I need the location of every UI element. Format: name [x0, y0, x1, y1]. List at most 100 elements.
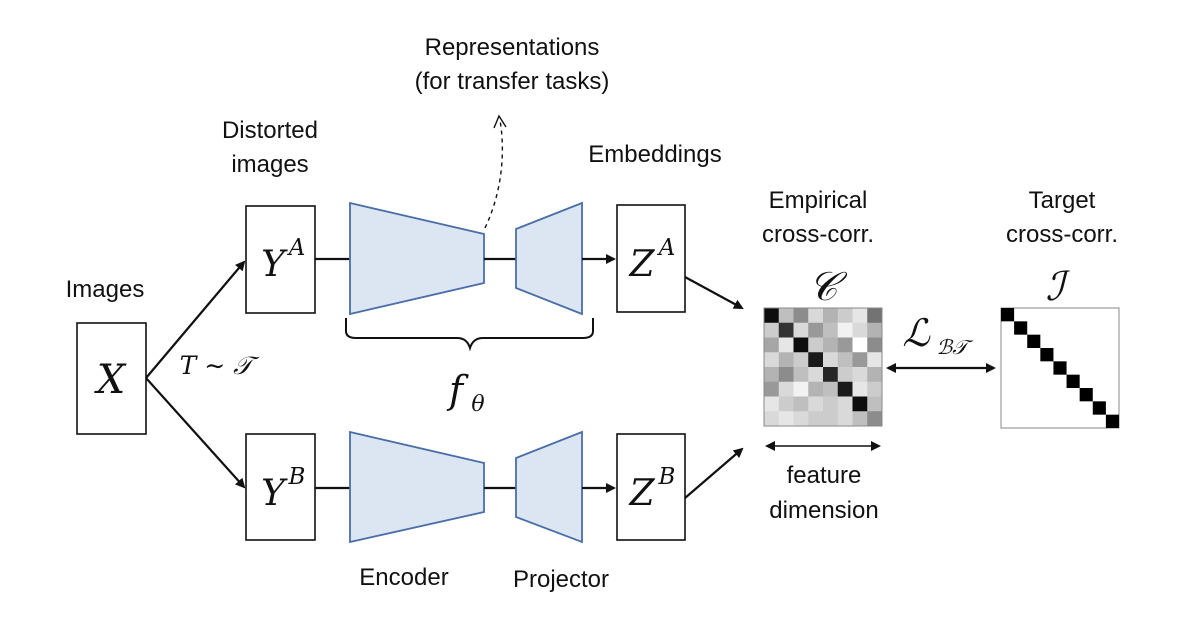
representation-arrowhead-icon: [493, 114, 507, 129]
empirical-label-line1: Empirical: [769, 187, 868, 214]
target-diagonal-cell: [1079, 388, 1093, 402]
representations-label-line2: (for transfer tasks): [415, 68, 610, 95]
empirical-matrix-cell: [764, 396, 780, 412]
representations-label-line1: Representations: [425, 34, 600, 61]
empirical-matrix-cell: [867, 337, 883, 353]
distorted-image-a-symbol: Y: [261, 244, 288, 285]
empirical-matrix-cell: [867, 308, 883, 324]
empirical-matrix-cell: [793, 411, 809, 427]
target-diagonal-cell: [1092, 401, 1106, 415]
empirical-matrix-cell: [808, 352, 824, 368]
distorted-image-a-superscript: A: [287, 235, 306, 261]
empirical-matrix-cell: [852, 396, 868, 412]
arrow-zb-to-matrix: [684, 447, 744, 499]
encoder-top: [349, 201, 485, 316]
empirical-matrix-cell: [823, 396, 839, 412]
feature-dimension-label-line1: feature: [787, 462, 862, 489]
empirical-matrix-cell: [867, 381, 883, 397]
f-theta-subscript: θ: [471, 392, 484, 417]
empirical-matrix-cell: [867, 322, 883, 338]
empirical-matrix-cell: [837, 337, 853, 353]
empirical-label-line2: cross-corr.: [762, 221, 874, 248]
empirical-matrix-cell: [837, 352, 853, 368]
empirical-matrix-cell: [778, 337, 794, 353]
empirical-matrix-cell: [867, 396, 883, 412]
embedding-b-superscript: B: [658, 464, 676, 490]
input-image-symbol: X: [94, 357, 127, 403]
arrow-za-to-matrix: [684, 276, 744, 309]
embedding-b-box: [616, 433, 686, 541]
empirical-matrix-cell: [778, 381, 794, 397]
distorted-label-line2: images: [231, 151, 308, 178]
empirical-matrix-cell: [778, 411, 794, 427]
empirical-matrix-cell: [823, 322, 839, 338]
empirical-matrix-cell: [808, 381, 824, 397]
empirical-matrix-cell: [823, 367, 839, 383]
embedding-b-symbol: Z: [628, 473, 655, 514]
f-theta-symbol: f: [446, 368, 469, 412]
empirical-matrix-cell: [793, 396, 809, 412]
target-diagonal-cell: [1014, 321, 1028, 335]
empirical-matrix-cell: [852, 337, 868, 353]
arrow-x-to-ya: [145, 260, 246, 379]
empirical-matrix-cell: [852, 308, 868, 324]
embedding-a-box: [616, 204, 686, 313]
empirical-matrix-cell: [808, 367, 824, 383]
empirical-matrix-cell: [808, 337, 824, 353]
distorted-image-b-superscript: B: [288, 464, 306, 490]
f-theta-brace: [345, 318, 594, 352]
representation-dashed-arrow: [484, 119, 504, 229]
input-image-box: [76, 322, 147, 435]
empirical-matrix-cell: [808, 308, 824, 324]
target-diagonal-cell: [1027, 334, 1041, 348]
empirical-matrix-border: [763, 307, 883, 427]
empirical-matrix-cell: [764, 352, 780, 368]
empirical-matrix-cell: [837, 322, 853, 338]
target-diagonal-cell: [1053, 361, 1067, 375]
target-diagonal-cell: [1105, 414, 1119, 428]
target-label-line1: Target: [1029, 187, 1096, 214]
target-diagonal-cell: [1066, 374, 1080, 388]
empirical-matrix-cell: [764, 308, 780, 324]
target-matrix-symbol: ℐ: [1046, 264, 1071, 310]
empirical-matrix-cell: [867, 367, 883, 383]
empirical-cross-correlation-matrix: [764, 308, 883, 427]
encoder-bottom: [349, 430, 485, 544]
empirical-matrix-cell: [837, 367, 853, 383]
distorted-image-b-box: [245, 433, 316, 541]
loss-subscript: ℬ𝒯: [936, 335, 974, 359]
embedding-a-superscript: A: [657, 235, 676, 261]
feature-dimension-label-line2: dimension: [769, 497, 878, 524]
projector-label: Projector: [513, 566, 609, 593]
distorted-image-b-symbol: Y: [261, 473, 288, 514]
empirical-matrix-cell: [808, 411, 824, 427]
loss-symbol: ℒ: [902, 311, 931, 355]
empirical-matrix-cell: [823, 381, 839, 397]
empirical-matrix-cell: [778, 396, 794, 412]
empirical-matrix-cell: [778, 308, 794, 324]
empirical-matrix-cell: [867, 411, 883, 427]
empirical-matrix-cell: [837, 396, 853, 412]
empirical-matrix-cell: [867, 352, 883, 368]
target-diagonal-cell: [1040, 348, 1054, 362]
empirical-matrix-cell: [793, 308, 809, 324]
empirical-matrix-cell: [837, 308, 853, 324]
empirical-matrix-cell: [764, 411, 780, 427]
empirical-matrix-cell: [837, 381, 853, 397]
empirical-matrix-cell: [837, 411, 853, 427]
empirical-matrix-cell: [764, 322, 780, 338]
projector-top: [515, 201, 583, 316]
empirical-matrix-cell: [764, 381, 780, 397]
empirical-matrix-cell: [778, 367, 794, 383]
empirical-matrix-cell: [778, 352, 794, 368]
empirical-matrix-cell: [764, 337, 780, 353]
projector-bottom: [515, 430, 583, 544]
target-diagonal-cell: [1001, 308, 1015, 322]
images-label: Images: [66, 276, 145, 303]
target-label-line2: cross-corr.: [1006, 221, 1118, 248]
target-identity-matrix: [1001, 308, 1119, 428]
empirical-matrix-cell: [764, 367, 780, 383]
embeddings-label: Embeddings: [588, 141, 721, 168]
empirical-matrix-cell: [793, 337, 809, 353]
